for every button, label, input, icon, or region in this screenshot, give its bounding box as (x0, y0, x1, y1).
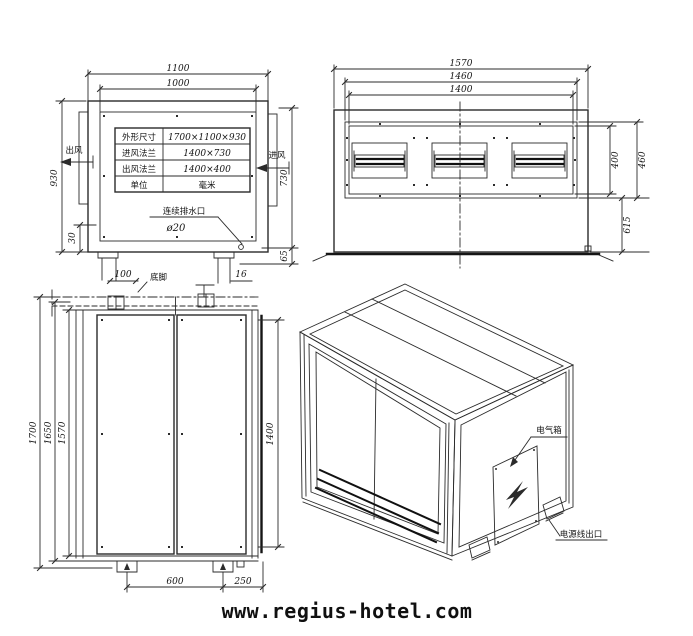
foot-label: 底脚 (150, 272, 167, 283)
lightning-bolt-icon (506, 481, 528, 509)
iso-view (299, 283, 608, 561)
dim-w1: 1570 (450, 59, 473, 69)
dim-foot-width: 100 (114, 270, 131, 280)
dim-length-3: 1570 (58, 421, 68, 444)
spec-row-label: 出风法兰 (122, 164, 156, 175)
dim-w3: 1400 (450, 85, 473, 95)
dim-foot-edge: 250 (233, 577, 251, 587)
air-in-label: 进风 (268, 151, 286, 161)
air-in-arrow-icon (256, 164, 267, 172)
dim-height: 930 (50, 169, 60, 186)
air-out-label: 出风 (65, 145, 83, 156)
iso-view-labels: 电气箱 电源线出口 (536, 425, 602, 540)
dim-width-inner: 1000 (167, 79, 190, 89)
spec-row-value: 1400×400 (183, 165, 231, 175)
dim-louver-outer: 460 (638, 151, 648, 169)
watermark-url: www.regius-hotel.com (222, 599, 473, 623)
power-outlet-label: 电源线出口 (560, 529, 603, 540)
spec-table (114, 127, 251, 193)
dim-bottom: 30 (68, 232, 78, 244)
top-view (312, 64, 650, 269)
spec-row-label: 进风法兰 (122, 148, 156, 159)
dim-length-1: 1700 (29, 421, 39, 444)
panel-right (176, 314, 247, 555)
front-view (55, 69, 299, 284)
leader-arrow-icon (510, 457, 518, 467)
spec-row-value: 1700×1100×930 (168, 133, 246, 143)
front-view-labels: 1100 1000 930 30 730 65 出风 进风 连续排水口 ø20 … (50, 64, 290, 262)
dim-louver-inner: 400 (611, 151, 621, 169)
louver-vent (426, 137, 495, 186)
dim-right: 1400 (266, 422, 276, 445)
electric-box-label: 电气箱 (536, 425, 562, 436)
drain-label: 连续排水口 (163, 206, 206, 217)
spec-row-value: 1400×730 (183, 149, 231, 159)
dim-side: 615 (623, 216, 633, 233)
dim-foot-span: 600 (166, 577, 183, 587)
spec-row-value: 毫米 (198, 180, 216, 191)
dim-width-outer: 1100 (167, 64, 190, 74)
top-view-labels: 1570 1460 1400 400 460 615 (450, 59, 648, 234)
panel-left (96, 314, 175, 555)
bottom-view (33, 277, 285, 593)
electrical-box-panel (492, 445, 540, 546)
drain-size: ø20 (166, 223, 186, 234)
louver-vent (346, 137, 415, 186)
bottom-view-labels: 100 底脚 16 1700 1650 1570 1400 600 250 (29, 270, 276, 587)
drain-hole (238, 244, 244, 250)
spec-row-label: 外形尺寸 (122, 132, 157, 143)
dim-w2: 1460 (450, 72, 473, 82)
dim-right-bottom: 65 (280, 250, 290, 262)
dim-length-2: 1650 (44, 421, 54, 444)
dim-offset: 16 (235, 270, 247, 280)
spec-row-label: 单位 (130, 180, 148, 191)
louver-vent (506, 137, 575, 186)
air-out-arrow-icon (60, 158, 71, 166)
dim-inlet-height: 730 (280, 169, 290, 186)
